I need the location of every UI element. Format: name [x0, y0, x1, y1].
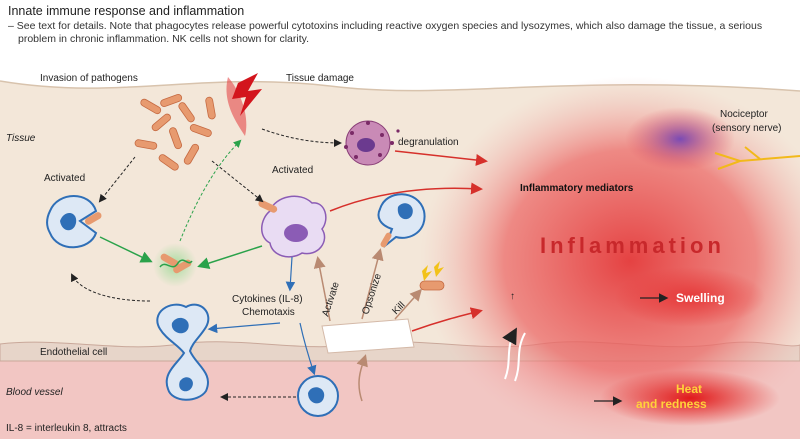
arrow-scroll-opsonize [361, 248, 384, 320]
label-up-arrow: ↑ [510, 291, 515, 302]
label-degranulation: degranulation [398, 137, 459, 148]
arrow-bacteria-macrophage [211, 160, 264, 203]
arrow-mast-inflammation [394, 150, 488, 166]
label-mediators: Inflammatory mediators [520, 183, 634, 194]
arrow-vessel-scroll [356, 354, 368, 402]
mast-cell-icon [344, 120, 400, 166]
label-tissue-damage: Tissue damage [286, 73, 354, 84]
arrow-leak-1 [502, 327, 517, 380]
label-heat-2: and redness [636, 397, 707, 411]
label-tissue: Tissue [6, 133, 36, 144]
arrow-bacteria-phagocyte [98, 156, 136, 203]
arrow-macrophage-inflammation [329, 182, 483, 212]
label-invasion: Invasion of pathogens [40, 73, 138, 84]
label-endothelial: Endothelial cell [40, 347, 107, 358]
arrow-leak-2 [514, 332, 526, 382]
arrow-neutrophil-up [71, 273, 151, 302]
engulfed-bacteria-icon [153, 243, 197, 287]
label-cytokines-1: Cytokines (IL-8) [232, 294, 303, 305]
swelling-glow [615, 267, 765, 327]
label-activated-left: Activated [44, 173, 85, 184]
label-heat-1: Heat [676, 382, 702, 396]
label-footnote: IL-8 = interleukin 8, attracts [6, 423, 127, 434]
arrow-scroll-activate [313, 256, 331, 322]
neutrophil-vessel-icon [297, 375, 339, 417]
label-swelling: Swelling [676, 291, 725, 305]
tissue-damage-icon [226, 73, 262, 136]
killed-bacterium-icon [419, 261, 445, 291]
arrow-phagocyte-green [99, 236, 153, 263]
figure-title: Innate immune response and inflammation [8, 4, 245, 18]
arrow-green-up [179, 139, 242, 242]
inflammation-diagram: Invasion of pathogens Tissue damage Tiss… [0, 61, 800, 439]
label-nociceptor-1: Nociceptor [720, 109, 768, 120]
arrow-scroll-kill [394, 288, 422, 320]
arrow-damage-mast [261, 128, 342, 147]
label-cytokines-2: Chemotaxis [242, 307, 295, 318]
neutrophil-extravasating-icon [156, 303, 210, 401]
phagocyte-opsonize-icon [377, 193, 426, 249]
label-nociceptor-2: (sensory nerve) [712, 123, 781, 134]
figure-note: – See text for details. Note that phagoc… [8, 20, 763, 45]
label-blood-vessel: Blood vessel [6, 387, 63, 398]
arrow-macrophage-cytokines [285, 256, 296, 292]
macrophage-icon [258, 195, 327, 258]
bacteria-icon [134, 94, 216, 171]
phagocyte-left-icon [46, 195, 102, 249]
header: Innate immune response and inflammation … [8, 4, 792, 46]
arrows [71, 128, 669, 406]
heat-glow [600, 370, 780, 426]
arrow-macrophage-green [197, 245, 263, 269]
arrow-cytokines-vessel [299, 322, 317, 376]
arrow-scroll-inflammation [411, 307, 483, 332]
mediator-scroll-icon [321, 318, 415, 354]
nociceptor-glow [625, 107, 735, 171]
arrow-cytokines-neutrophil [207, 322, 281, 334]
nerve-icon [714, 146, 800, 170]
label-inflammation: Inflammation [540, 233, 725, 258]
label-activated-mid: Activated [272, 165, 313, 176]
